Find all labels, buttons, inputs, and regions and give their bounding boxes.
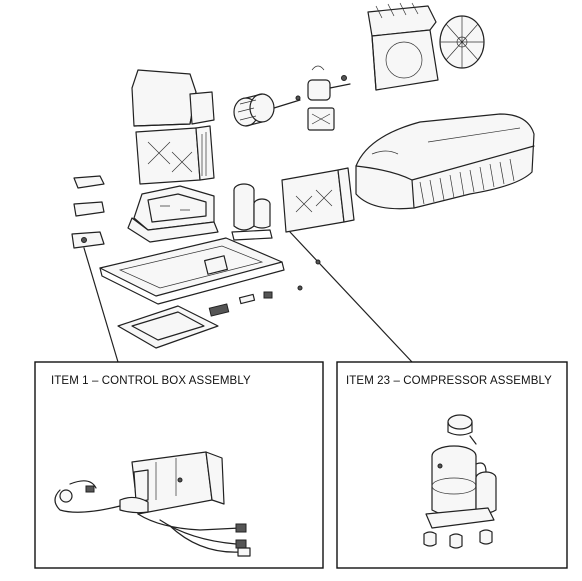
roof-shroud: [355, 113, 535, 210]
callout-control-box-title: ITEM 1 – CONTROL BOX ASSEMBLY: [51, 375, 251, 387]
blower-cover: [131, 69, 215, 127]
base-tray: [127, 185, 219, 243]
leader-line-control-box: [83, 247, 119, 363]
compressor-illustration: [423, 414, 497, 549]
compressor: [231, 183, 273, 241]
evaporator-blower-wheel: [233, 93, 301, 127]
callout-compressor-title: ITEM 23 – COMPRESSOR ASSEMBLY: [346, 375, 552, 387]
ceiling-grille-frame: [117, 305, 219, 349]
control-box-illustration: [54, 451, 251, 557]
leader-line-compressor: [289, 231, 413, 363]
callout-control-box: ITEM 1 – CONTROL BOX ASSEMBLY: [34, 361, 324, 569]
blower-housing: [367, 2, 439, 91]
control-box-parts: [71, 175, 105, 249]
callout-compressor: ITEM 23 – COMPRESSOR ASSEMBLY: [336, 361, 568, 569]
condenser-fan: [439, 15, 485, 69]
small-hardware: [208, 259, 321, 317]
evaporator-coil: [135, 125, 215, 185]
condenser-coil: [281, 167, 355, 233]
fan-motor: [295, 65, 351, 131]
ceiling-base-plate: [99, 237, 285, 305]
